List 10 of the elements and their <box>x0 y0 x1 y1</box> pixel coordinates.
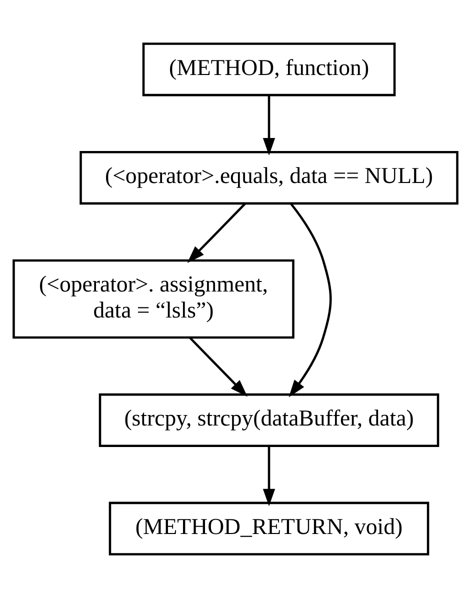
node-box: (METHOD_RETURN, void) <box>108 502 430 556</box>
arrow <box>187 202 246 263</box>
node-box: (strcpy, strcpy(dataBuffer, data) <box>98 393 440 448</box>
arrow <box>189 337 248 397</box>
node-box: (METHOD, function) <box>142 42 396 96</box>
arrow <box>262 446 276 506</box>
node-box: (<operator>.equals, data == NULL) <box>80 150 458 205</box>
arrow <box>262 95 276 156</box>
node-box: (<operator>. assignment, data = “lsls”) <box>12 259 294 339</box>
arrow <box>288 202 332 398</box>
